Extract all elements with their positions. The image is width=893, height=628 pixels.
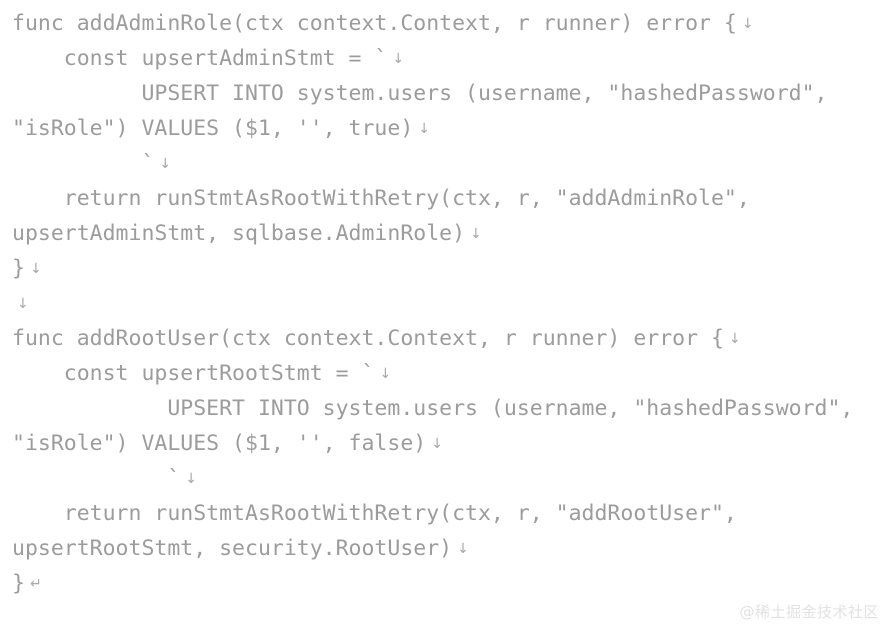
code-line-text: "isRole") VALUES ($1, '', false)	[12, 431, 427, 456]
code-line[interactable]: ↓	[0, 286, 893, 321]
code-line-text: UPSERT INTO system.users (username, "has…	[12, 396, 854, 421]
code-line[interactable]: const upsertRootStmt = `↓	[0, 356, 893, 391]
code-line-text: const upsertRootStmt = `	[12, 361, 375, 386]
newline-marker-icon: ↓	[431, 436, 443, 452]
code-line-text: const upsertAdminStmt = `	[12, 46, 388, 71]
code-line-text: return runStmtAsRootWithRetry(ctx, r, "a…	[12, 501, 737, 526]
newline-marker-icon: ↓	[17, 296, 29, 312]
code-line-text: func addAdminRole(ctx context.Context, r…	[12, 11, 737, 36]
newline-marker-icon: ↓	[741, 16, 754, 32]
code-line-text: }	[12, 571, 25, 596]
newline-marker-icon: ↓	[470, 226, 482, 242]
code-line[interactable]: UPSERT INTO system.users (username, "has…	[0, 76, 893, 111]
code-line-text: }	[12, 256, 25, 281]
code-line-text: func addRootUser(ctx context.Context, r …	[12, 326, 724, 351]
newline-marker-icon: ↓	[418, 121, 431, 137]
code-line-text: "isRole") VALUES ($1, '', true)	[12, 116, 414, 141]
code-line[interactable]: "isRole") VALUES ($1, '', false)↓	[0, 426, 893, 461]
newline-marker-icon: ↓	[728, 331, 741, 347]
newline-marker-icon: ↵	[29, 576, 42, 592]
code-line[interactable]: }↵	[0, 566, 893, 601]
code-line[interactable]: UPSERT INTO system.users (username, "has…	[0, 391, 893, 426]
code-line-text: `	[12, 466, 181, 491]
code-line[interactable]: "isRole") VALUES ($1, '', true)↓	[0, 111, 893, 146]
code-line[interactable]: return runStmtAsRootWithRetry(ctx, r, "a…	[0, 496, 893, 531]
code-line[interactable]: func addRootUser(ctx context.Context, r …	[0, 321, 893, 356]
code-block[interactable]: func addAdminRole(ctx context.Context, r…	[0, 0, 893, 601]
newline-marker-icon: ↓	[457, 541, 469, 557]
code-line[interactable]: const upsertAdminStmt = `↓	[0, 41, 893, 76]
code-line-text: UPSERT INTO system.users (username, "has…	[12, 81, 828, 106]
newline-marker-icon: ↓	[379, 366, 392, 382]
code-line[interactable]: upsertAdminStmt, sqlbase.AdminRole)↓	[0, 216, 893, 251]
code-line[interactable]: upsertRootStmt, security.RootUser)↓	[0, 531, 893, 566]
newline-marker-icon: ↓	[392, 51, 405, 67]
code-line-text: upsertRootStmt, security.RootUser)	[12, 536, 453, 561]
code-line-text: `	[12, 151, 155, 176]
code-line[interactable]: }↓	[0, 251, 893, 286]
watermark: @稀土掘金技术社区	[739, 603, 879, 621]
code-line[interactable]: func addAdminRole(ctx context.Context, r…	[0, 6, 893, 41]
code-line-text: return runStmtAsRootWithRetry(ctx, r, "a…	[12, 186, 750, 211]
newline-marker-icon: ↓	[159, 156, 172, 172]
code-line[interactable]: `↓	[0, 146, 893, 181]
code-line[interactable]: `↓	[0, 461, 893, 496]
newline-marker-icon: ↓	[29, 261, 42, 277]
code-line-text: upsertAdminStmt, sqlbase.AdminRole)	[12, 221, 466, 246]
code-line[interactable]: return runStmtAsRootWithRetry(ctx, r, "a…	[0, 181, 893, 216]
newline-marker-icon: ↓	[185, 471, 198, 487]
